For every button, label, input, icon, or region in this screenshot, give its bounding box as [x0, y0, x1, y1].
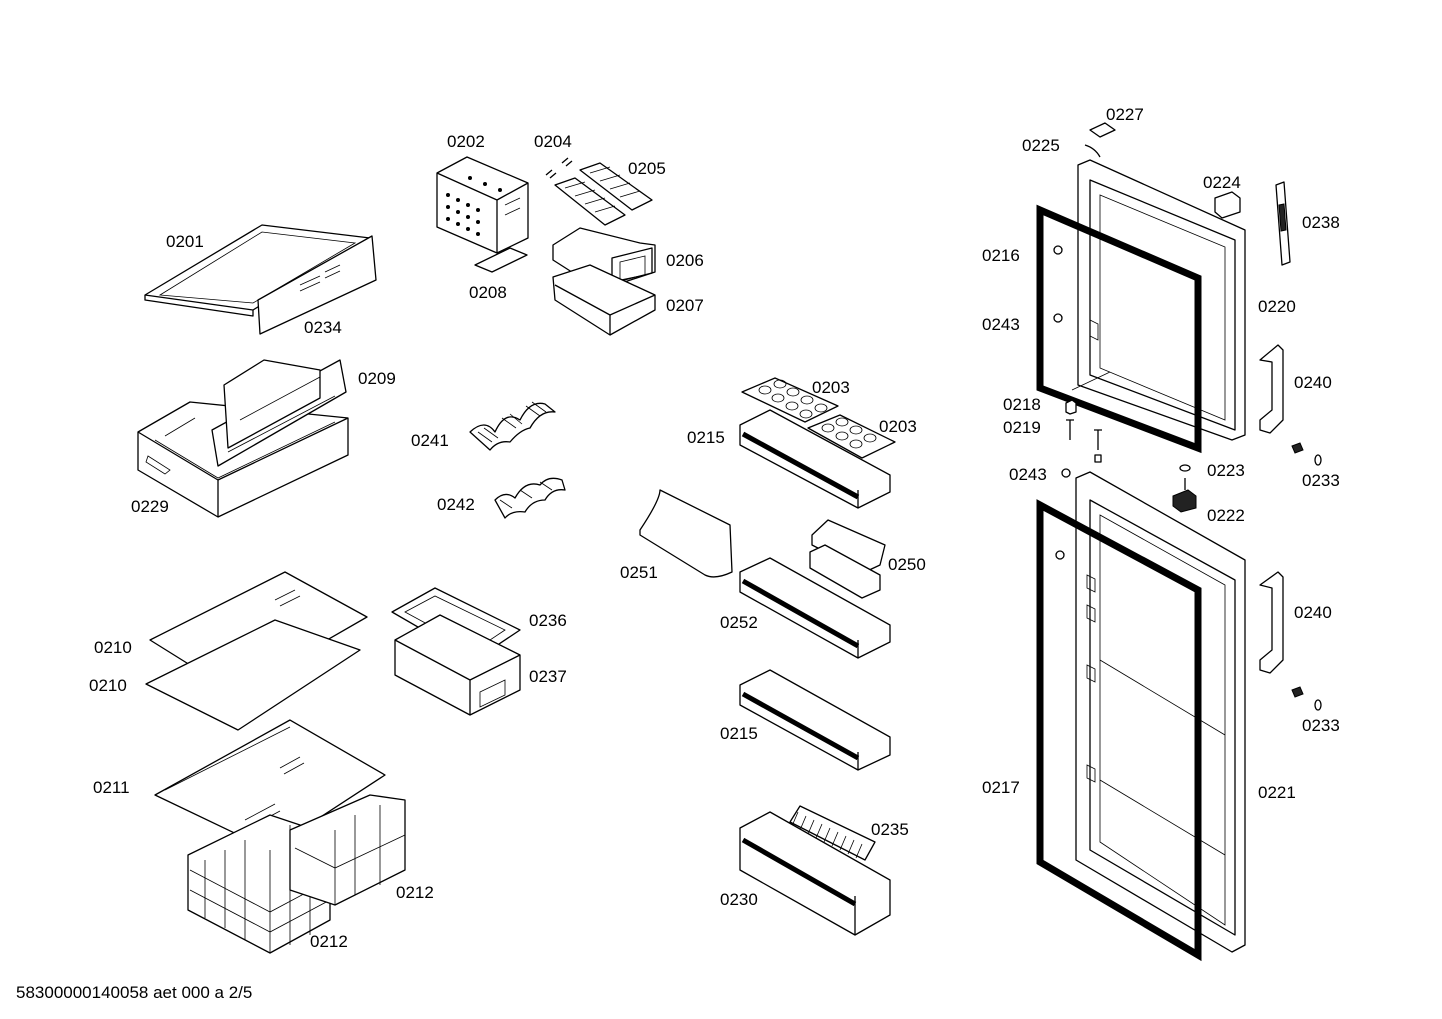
label-0203-lower: 0203 [879, 417, 917, 436]
part-0225-hinge-pin [1084, 144, 1101, 158]
label-0201: 0201 [166, 232, 204, 251]
label-0235: 0235 [871, 820, 909, 839]
part-0240-handle-lower [1259, 571, 1284, 674]
part-0240-handle-upper [1259, 344, 1284, 434]
part-0233-screw-lower [1291, 686, 1322, 711]
label-0243-upper: 0243 [982, 315, 1020, 334]
part-0215-door-shelf-lower [739, 669, 891, 771]
label-0207: 0207 [666, 296, 704, 315]
part-0238-handle-strip [1275, 181, 1291, 266]
label-0237: 0237 [529, 667, 567, 686]
label-0216: 0216 [982, 246, 1020, 265]
part-labels: 0201 0234 0202 0204 0205 0206 0207 0208 … [89, 105, 1340, 951]
label-0211: 0211 [93, 778, 130, 797]
label-0250: 0250 [888, 555, 926, 574]
label-0236: 0236 [529, 611, 567, 630]
part-0217-fridge-gasket [1036, 499, 1202, 962]
part-0222-hinge-bracket [1172, 489, 1197, 513]
part-0242-ribbed-insert [494, 477, 566, 519]
label-0243-middle: 0243 [1009, 465, 1047, 484]
part-0218-bushing [1065, 399, 1077, 415]
label-0217: 0217 [982, 778, 1020, 797]
part-0235-bottle-guard [789, 805, 876, 861]
part-0230-bottle-shelf [739, 811, 891, 936]
part-0208-strip [474, 247, 528, 273]
part-0243-screw-middle [1055, 468, 1071, 560]
part-0243-screw-upper [1053, 245, 1063, 323]
label-0203-upper: 0203 [812, 378, 850, 397]
part-0251-shelf-divider [639, 489, 733, 578]
label-0212-left: 0212 [310, 932, 348, 951]
label-0233-lower: 0233 [1302, 716, 1340, 735]
part-0221-fridge-door [1075, 471, 1246, 953]
part-0212-crisper-drawer-right [289, 794, 406, 906]
label-0234: 0234 [304, 318, 342, 337]
part-0209-drawer-front [211, 359, 347, 467]
part-0241-ribbed-insert [469, 401, 556, 451]
label-0227: 0227 [1106, 105, 1144, 124]
label-0206: 0206 [666, 251, 704, 270]
label-0212-right: 0212 [396, 883, 434, 902]
label-0230: 0230 [720, 890, 758, 909]
part-0223-washer [1179, 464, 1191, 490]
part-0233-screw-upper [1291, 442, 1322, 466]
label-0209: 0209 [358, 369, 396, 388]
label-0218: 0218 [1003, 395, 1041, 414]
part-0237-compartment-box [394, 614, 521, 716]
label-0215-lower: 0215 [720, 724, 758, 743]
part-0229-freezer-drawer [137, 401, 349, 518]
part-0220-freezer-door [1077, 159, 1246, 441]
part-0201-shelf-tray [144, 224, 371, 317]
label-0221: 0221 [1258, 783, 1296, 802]
label-0229: 0229 [131, 497, 169, 516]
part-0207-ice-bucket [552, 264, 656, 336]
label-0224: 0224 [1203, 173, 1241, 192]
part-0202-icemaker-housing [436, 156, 529, 254]
part-0205-ice-trays [554, 162, 653, 226]
label-0208: 0208 [469, 283, 507, 302]
label-0223: 0223 [1207, 461, 1245, 480]
part-0203-egg-tray-lower [807, 414, 896, 459]
label-0220: 0220 [1258, 297, 1296, 316]
label-0238: 0238 [1302, 213, 1340, 232]
drawing-reference: 58300000140058 aet 000 a 2/5 [16, 983, 252, 1002]
part-0227-hinge-cover [1089, 122, 1116, 138]
label-0240-lower: 0240 [1294, 603, 1332, 622]
label-0210-lower: 0210 [89, 676, 127, 695]
part-0216-freezer-gasket [1036, 204, 1202, 454]
part-0252-door-shelf [739, 557, 891, 659]
part-0203-egg-tray-upper [741, 377, 839, 423]
label-0252: 0252 [720, 613, 758, 632]
label-0219: 0219 [1003, 418, 1041, 437]
label-0241: 0241 [411, 431, 449, 450]
label-0202: 0202 [447, 132, 485, 151]
part-0250-bottle-holder [809, 519, 886, 599]
label-0233-upper: 0233 [1302, 471, 1340, 490]
label-0210-upper: 0210 [94, 638, 132, 657]
part-0210-glass-shelf-lower [145, 619, 361, 731]
part-0215-door-shelf-upper [739, 409, 891, 509]
label-0225: 0225 [1022, 136, 1060, 155]
label-0251: 0251 [620, 563, 658, 582]
label-0242: 0242 [437, 495, 475, 514]
part-0204-clips [545, 157, 573, 179]
part-0224-hinge-block [1214, 191, 1241, 219]
label-0205: 0205 [628, 159, 666, 178]
label-0222: 0222 [1207, 506, 1245, 525]
label-0204: 0204 [534, 132, 572, 151]
part-0219-hinge-bolt [1066, 419, 1102, 463]
label-0215-upper: 0215 [687, 428, 725, 447]
part-0234-shelf-trim [257, 235, 377, 335]
label-0240-upper: 0240 [1294, 373, 1332, 392]
